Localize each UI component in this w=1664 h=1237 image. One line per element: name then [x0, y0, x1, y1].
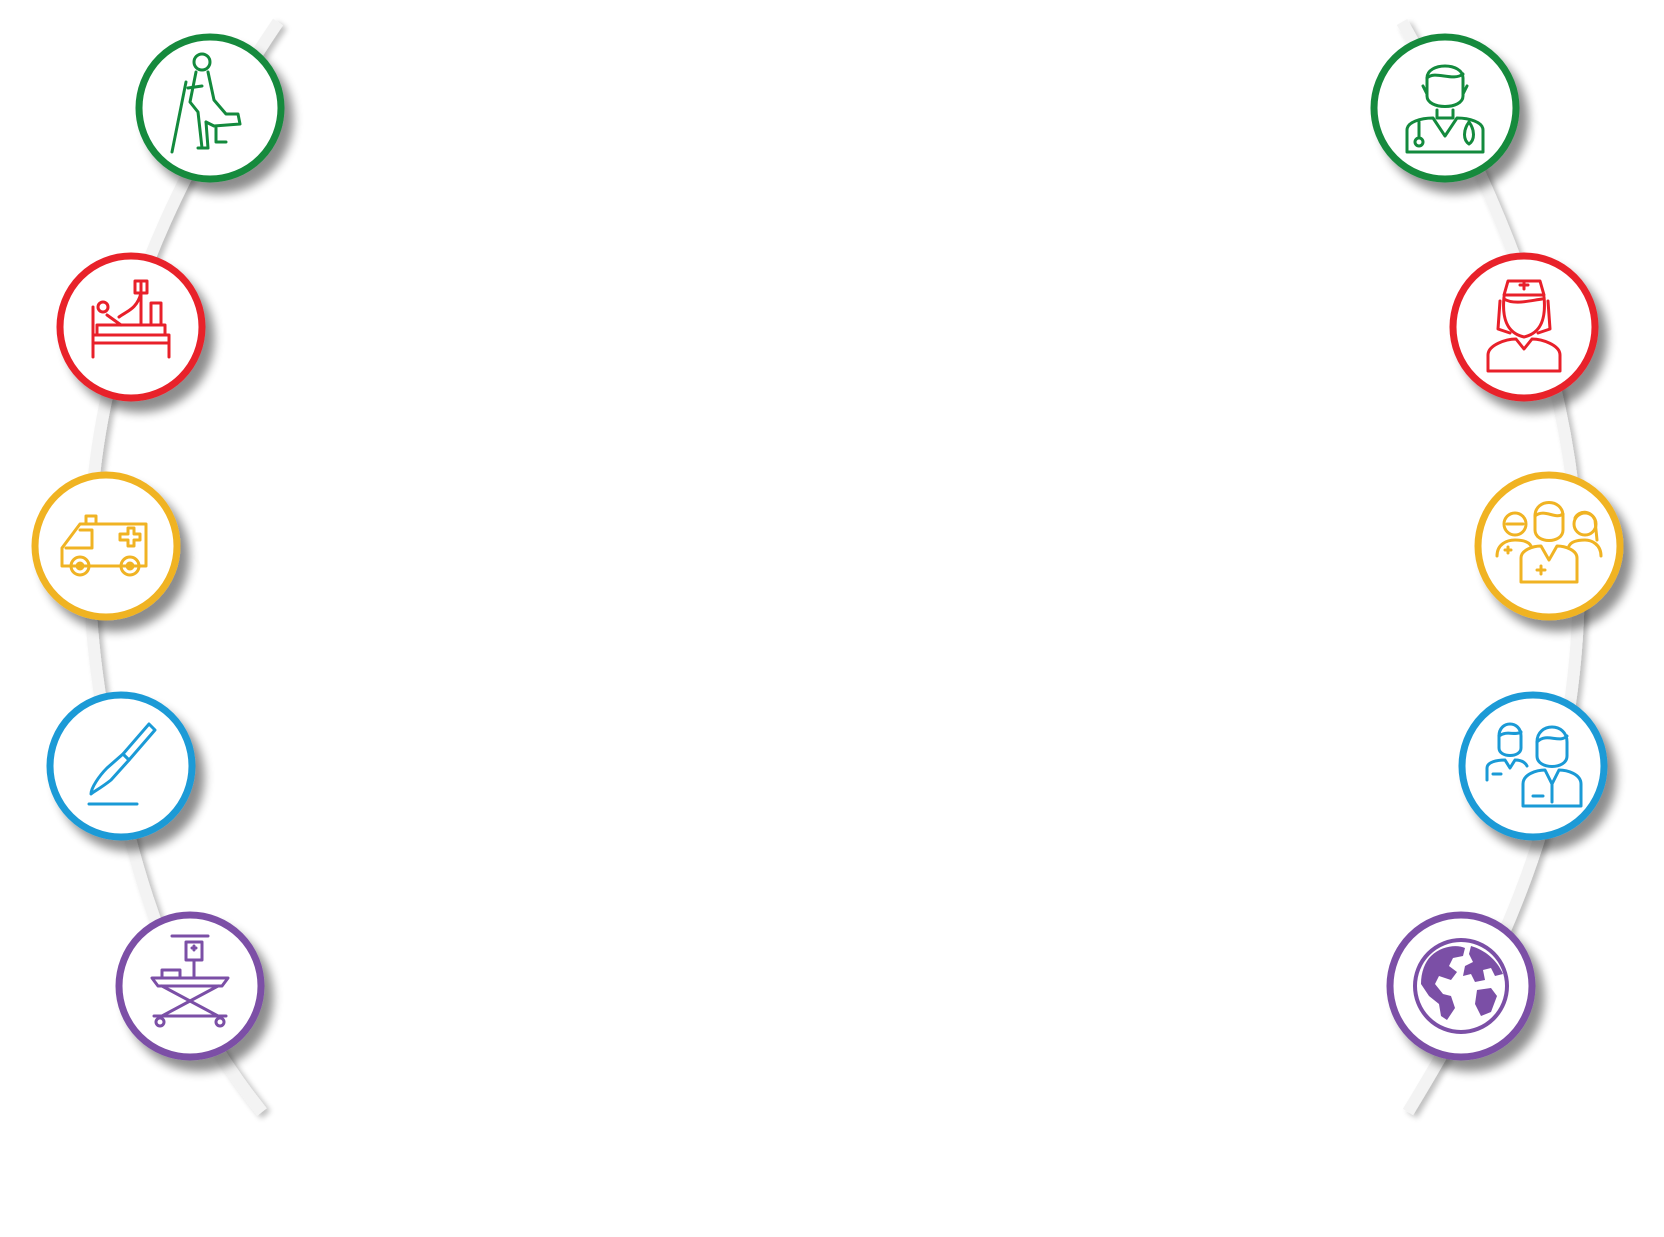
nurse-icon — [1486, 279, 1562, 373]
right-item-2 — [1449, 252, 1599, 402]
hospital-bed-iv-icon — [91, 279, 171, 359]
yellow-circle-badge — [1474, 471, 1624, 621]
medical-staff-pair-icon — [1485, 722, 1583, 808]
yellow-circle-badge — [31, 471, 181, 621]
left-item-1 — [135, 33, 285, 183]
red-circle-badge — [56, 252, 206, 402]
right-item-4 — [1458, 691, 1608, 841]
right-item-5 — [1386, 911, 1536, 1061]
right-item-1 — [1370, 33, 1520, 183]
left-item-4 — [46, 691, 196, 841]
globe-icon — [1413, 938, 1509, 1034]
right-item-3 — [1474, 471, 1624, 621]
left-item-3 — [31, 471, 181, 621]
medical-team-icon — [1495, 501, 1603, 584]
blue-circle-badge — [46, 691, 196, 841]
left-item-5 — [115, 911, 265, 1061]
red-circle-badge — [1449, 252, 1599, 402]
blue-circle-badge — [1458, 691, 1608, 841]
stretcher-icon — [150, 934, 230, 1028]
patient-with-crutch-icon — [170, 52, 242, 154]
ambulance-icon — [60, 514, 148, 577]
doctor-stethoscope-icon — [1405, 64, 1485, 154]
left-item-2 — [56, 252, 206, 402]
scalpel-icon — [87, 722, 157, 806]
purple-circle-badge — [1386, 911, 1536, 1061]
